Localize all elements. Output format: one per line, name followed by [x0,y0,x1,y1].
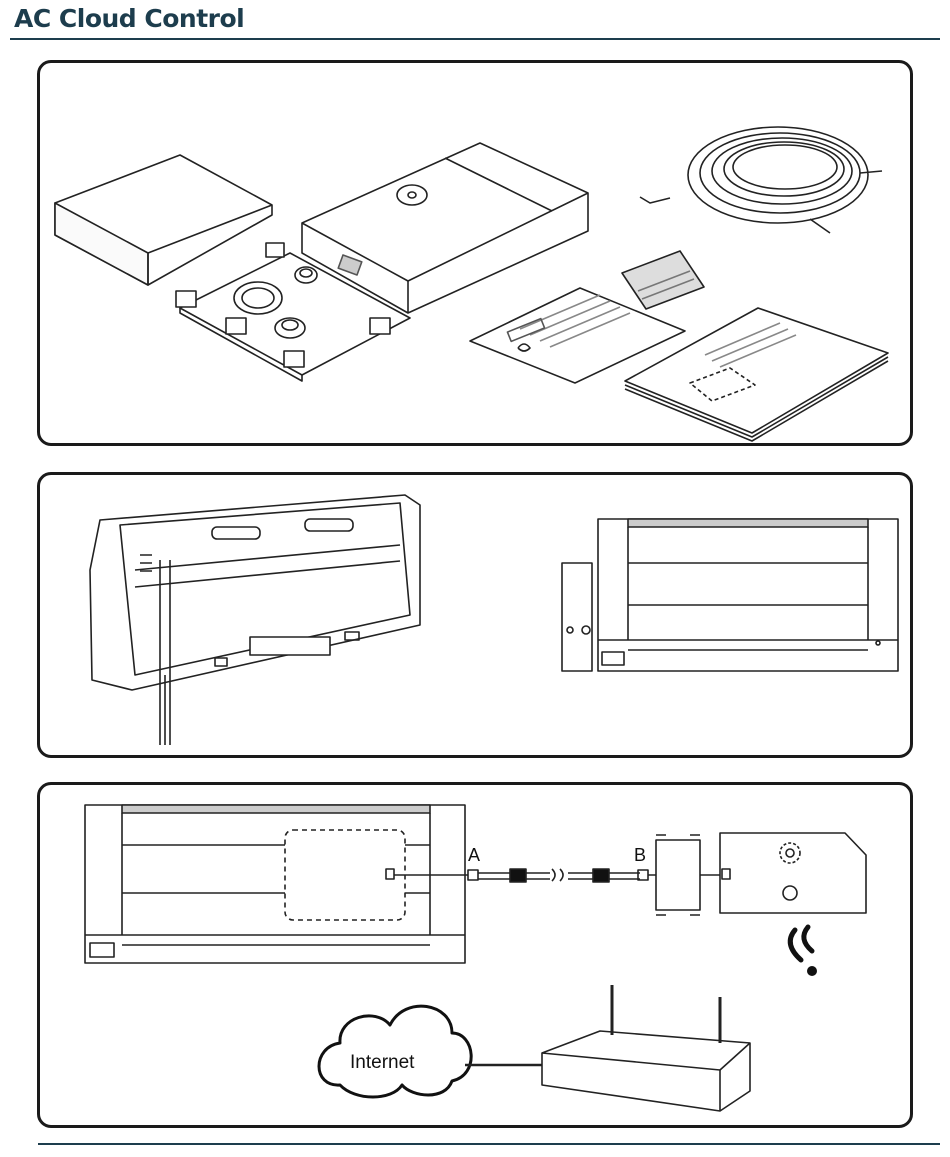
kit-contents-illustration [40,63,910,443]
kit-contents-panel [37,60,913,446]
indoor-unit-illustration [40,475,910,755]
connector-a-label: A [468,845,480,865]
wifi-icon [790,927,817,976]
connection-diagram: A B Internet [40,785,910,1125]
indoor-unit [85,805,465,963]
module-cover [55,155,272,285]
connection-diagram-panel: A B Internet [37,782,913,1128]
header-divider [10,38,940,40]
indoor-unit-panel [37,472,913,758]
router-icon [542,985,750,1111]
indoor-unit-closed-view [562,519,898,671]
footer-divider [38,1143,940,1145]
internet-label: Internet [350,1052,415,1073]
connector-b-label: B [634,845,646,865]
page-title: AC Cloud Control [14,4,244,33]
product-label-sticker [622,251,704,309]
wifi-module [656,833,866,915]
indoor-unit-open-view [90,495,420,745]
coiled-cable [640,127,882,233]
